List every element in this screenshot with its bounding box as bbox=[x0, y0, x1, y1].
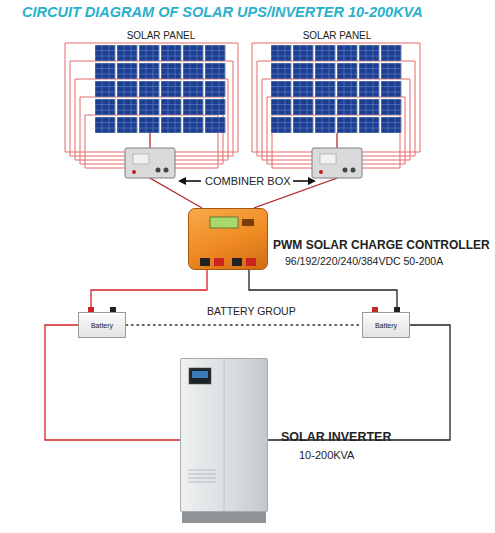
combiner-box bbox=[312, 148, 362, 178]
battery: Battery bbox=[362, 312, 410, 338]
diagram-title: CIRCUIT DIAGRAM OF SOLAR UPS/INVERTER 10… bbox=[22, 5, 423, 21]
node-heading: SOLAR INVERTER bbox=[281, 431, 391, 445]
solar-inverter: SOLAR INVERTER10-200KVA bbox=[180, 358, 268, 512]
node-heading: SOLAR PANEL bbox=[271, 30, 403, 41]
node-heading: Battery bbox=[79, 322, 125, 330]
solar-panel: SOLAR PANEL bbox=[95, 45, 227, 133]
node-heading: SOLAR PANEL bbox=[95, 30, 227, 41]
wire-connector bbox=[254, 133, 337, 208]
node-heading: PWM SOLAR CHARGE CONTROLLER bbox=[273, 239, 490, 252]
charge-controller: PWM SOLAR CHARGE CONTROLLER96/192/220/24… bbox=[188, 208, 268, 270]
node-subtext: 96/192/220/240/384VDC 50-200A bbox=[285, 256, 443, 268]
combiner-label: COMBINER BOX bbox=[205, 175, 291, 187]
solar-panel: SOLAR PANEL bbox=[271, 45, 403, 133]
wire-connector bbox=[91, 270, 207, 312]
wire-connector bbox=[268, 325, 450, 440]
node-heading: Battery bbox=[363, 322, 409, 330]
wire-connector bbox=[150, 133, 202, 208]
panel-wiring bbox=[65, 43, 420, 168]
solar-panel-array bbox=[95, 45, 403, 133]
battery: Battery bbox=[78, 312, 126, 338]
wire-connector bbox=[45, 325, 180, 440]
group-label: BATTERY GROUP bbox=[207, 306, 296, 318]
wire-connector bbox=[126, 324, 362, 326]
node-subtext: 10-200KVA bbox=[299, 449, 354, 461]
combiner-box bbox=[125, 148, 175, 178]
